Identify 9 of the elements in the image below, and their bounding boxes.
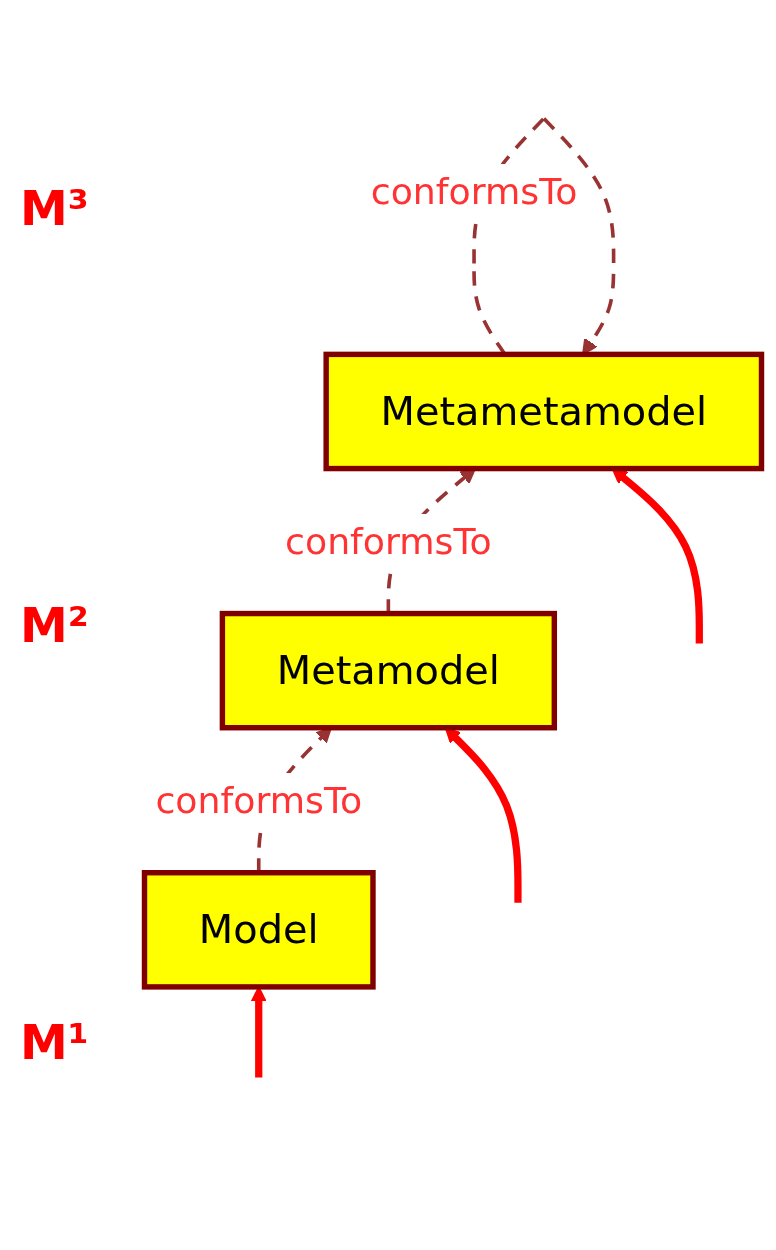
edge-label: conformsTo	[370, 169, 578, 213]
level-label: M¹	[20, 1013, 90, 1070]
node-box: Model	[141, 869, 376, 990]
level-label: M²	[20, 597, 90, 653]
edge-label: conformsTo	[155, 778, 363, 822]
level-label: M³	[20, 180, 90, 237]
edge-label: conformsTo	[285, 519, 492, 563]
node-box: Metametamodel	[323, 351, 765, 472]
node-box: Metamodel	[219, 610, 558, 731]
